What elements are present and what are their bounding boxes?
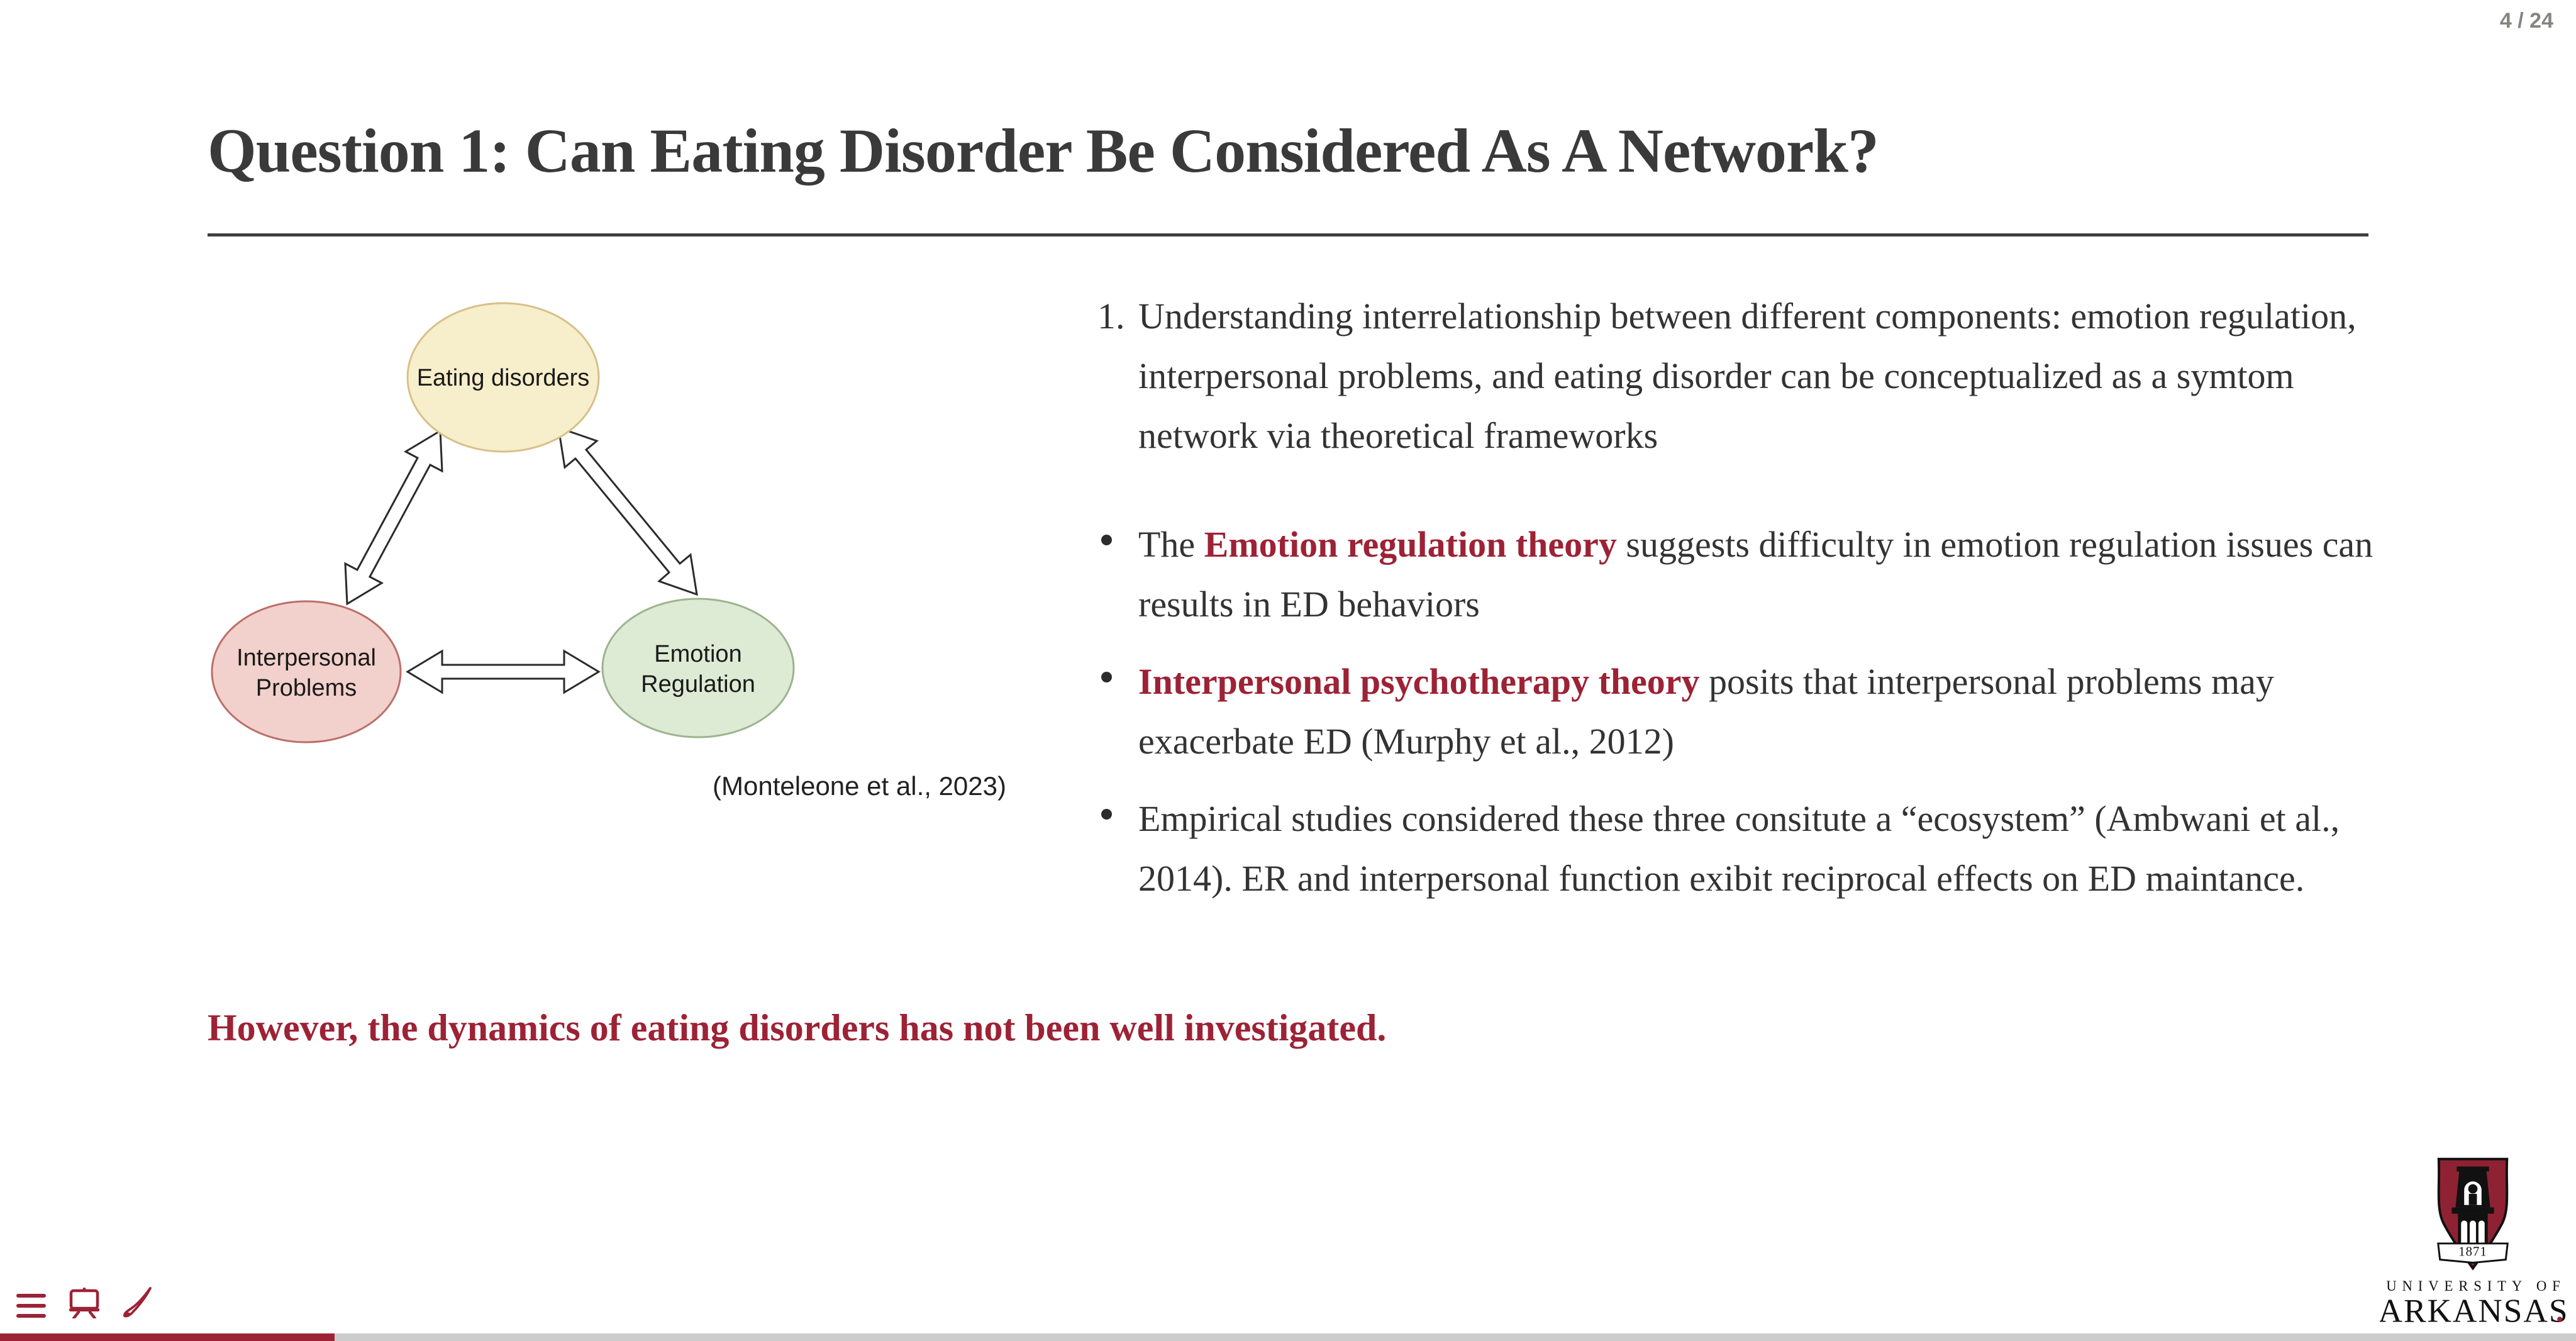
bullet-list: The Emotion regulation theory suggests d… <box>1097 515 2412 908</box>
logo-banner-year: 1871 <box>2458 1245 2487 1259</box>
node-emotion-label-line1: Emotion <box>654 641 741 667</box>
logo-banner: 1871 <box>2437 1242 2509 1264</box>
slide-body: 1. Understanding interrelationship betwe… <box>1097 286 2412 926</box>
logo-trademark-dot <box>2557 1316 2563 1322</box>
bullet-text-prefix: The <box>1138 524 1204 565</box>
bullet-text-rest: Empirical studies considered these three… <box>1138 798 2340 899</box>
menu-button[interactable] <box>16 1292 47 1320</box>
bullet-text-highlight: Emotion regulation theory <box>1204 524 1617 565</box>
brush-icon <box>123 1287 152 1318</box>
diagram-citation: (Monteleone et al., 2023) <box>713 771 1006 801</box>
node-interpersonal-label-line2: Problems <box>256 675 357 701</box>
university-of-arkansas-logo: 1871 UNIVERSITY OF ARKANSAS <box>2380 1157 2566 1329</box>
brush-button[interactable] <box>121 1287 153 1320</box>
node-interpersonal-problems: Interpersonal Problems <box>211 600 402 743</box>
numbered-item-text: Understanding interrelationship between … <box>1138 296 2357 456</box>
chalkboard-button[interactable] <box>69 1287 100 1320</box>
bullet-dot <box>1101 809 1112 820</box>
node-interpersonal-label-line1: Interpersonal <box>236 645 376 671</box>
network-triangle-diagram: Eating disorders Interpersonal Problems … <box>211 302 795 743</box>
bullet-text-highlight: Interpersonal psychotherapy theory <box>1138 661 1700 702</box>
arrow-eating-interpersonal <box>344 429 443 606</box>
node-emotion-label-line2: Regulation <box>641 671 755 698</box>
bullet-emotion-regulation-theory: The Emotion regulation theory suggests d… <box>1097 515 2412 634</box>
bullet-interpersonal-psychotherapy-theory: Interpersonal psychotherapy theory posit… <box>1097 652 2412 771</box>
takeaway-statement: However, the dynamics of eating disorder… <box>208 1007 1387 1049</box>
node-emotion-regulation: Emotion Regulation <box>601 598 795 738</box>
arrow-interpersonal-emotion <box>406 649 601 694</box>
bullet-dot <box>1101 672 1112 682</box>
bullet-text-rest: posits that interpersonal problems may e… <box>1138 661 2274 762</box>
slide-title: Question 1: Can Eating Disorder Be Consi… <box>208 116 1879 186</box>
node-eating-label: Eating disorders <box>417 365 590 391</box>
logo-tower <box>2451 1166 2494 1249</box>
bullet-dot <box>1101 535 1112 545</box>
numbered-item-1: 1. Understanding interrelationship betwe… <box>1097 286 2412 465</box>
logo-arkansas-text: ARKANSAS <box>2380 1292 2566 1329</box>
logo-university-of-text: UNIVERSITY OF <box>2386 1278 2565 1294</box>
bullet-text-rest: suggests difficulty in emotion regulatio… <box>1138 524 2373 625</box>
menu-icon <box>16 1294 46 1318</box>
numbered-item-marker: 1. <box>1097 296 1125 337</box>
progress-fill <box>0 1333 335 1341</box>
arrow-eating-emotion <box>557 426 698 596</box>
chalkboard-icon <box>69 1288 99 1320</box>
title-divider <box>208 233 2368 236</box>
progress-bar[interactable] <box>0 1333 2576 1341</box>
bidirectional-arrows <box>344 426 698 694</box>
node-eating-disorders: Eating disorders <box>406 302 600 453</box>
bullet-empirical-studies: Empirical studies considered these three… <box>1097 789 2412 908</box>
presentation-controls <box>16 1287 153 1320</box>
slide-number: 4 / 24 <box>2499 9 2553 33</box>
